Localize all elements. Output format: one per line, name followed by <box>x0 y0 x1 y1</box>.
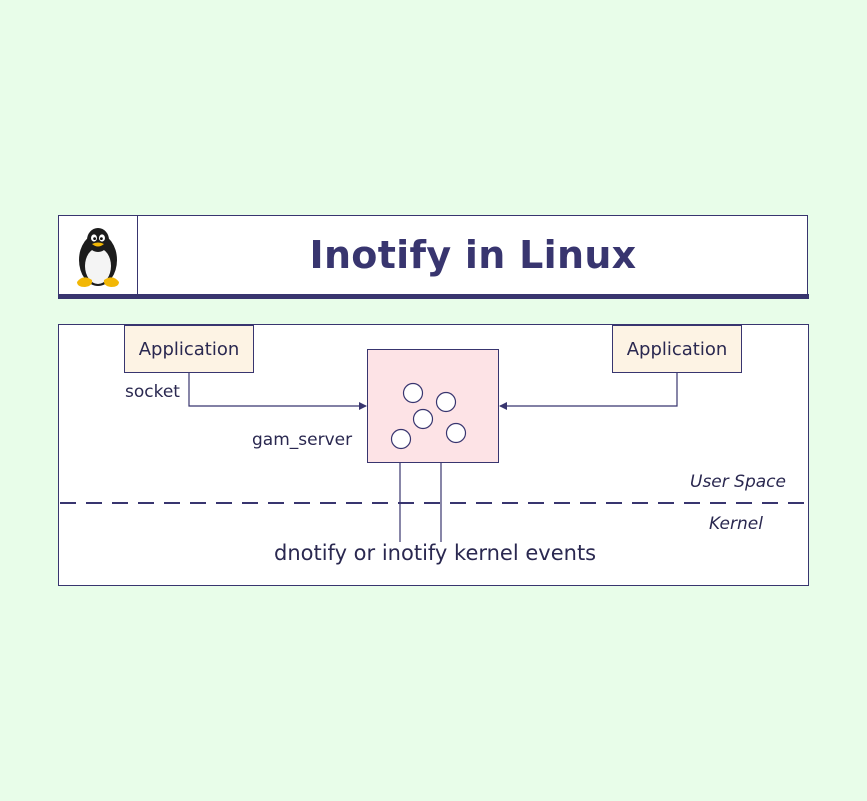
event-circle <box>390 428 412 450</box>
kernel-events-caption: dnotify or inotify kernel events <box>274 541 597 565</box>
application-box-left: Application <box>124 325 254 373</box>
logo-cell <box>59 216 138 294</box>
event-circle <box>445 422 467 444</box>
kernel-label: Kernel <box>709 514 763 534</box>
event-circle <box>402 382 424 404</box>
gam-server-label: gam_server <box>252 430 353 450</box>
title-header: Inotify in Linux <box>58 215 808 294</box>
page-title: Inotify in Linux <box>309 233 637 277</box>
header-underline <box>58 294 809 299</box>
gam-server-box <box>367 349 499 463</box>
application-box-right: Application <box>612 325 742 373</box>
event-circle <box>435 391 457 413</box>
user-space-label: User Space <box>690 472 786 492</box>
socket-label: socket <box>125 382 180 402</box>
left-app-connector <box>188 372 367 410</box>
event-circle <box>412 408 434 430</box>
tux-penguin-icon <box>77 228 119 287</box>
right-app-connector <box>499 372 678 410</box>
